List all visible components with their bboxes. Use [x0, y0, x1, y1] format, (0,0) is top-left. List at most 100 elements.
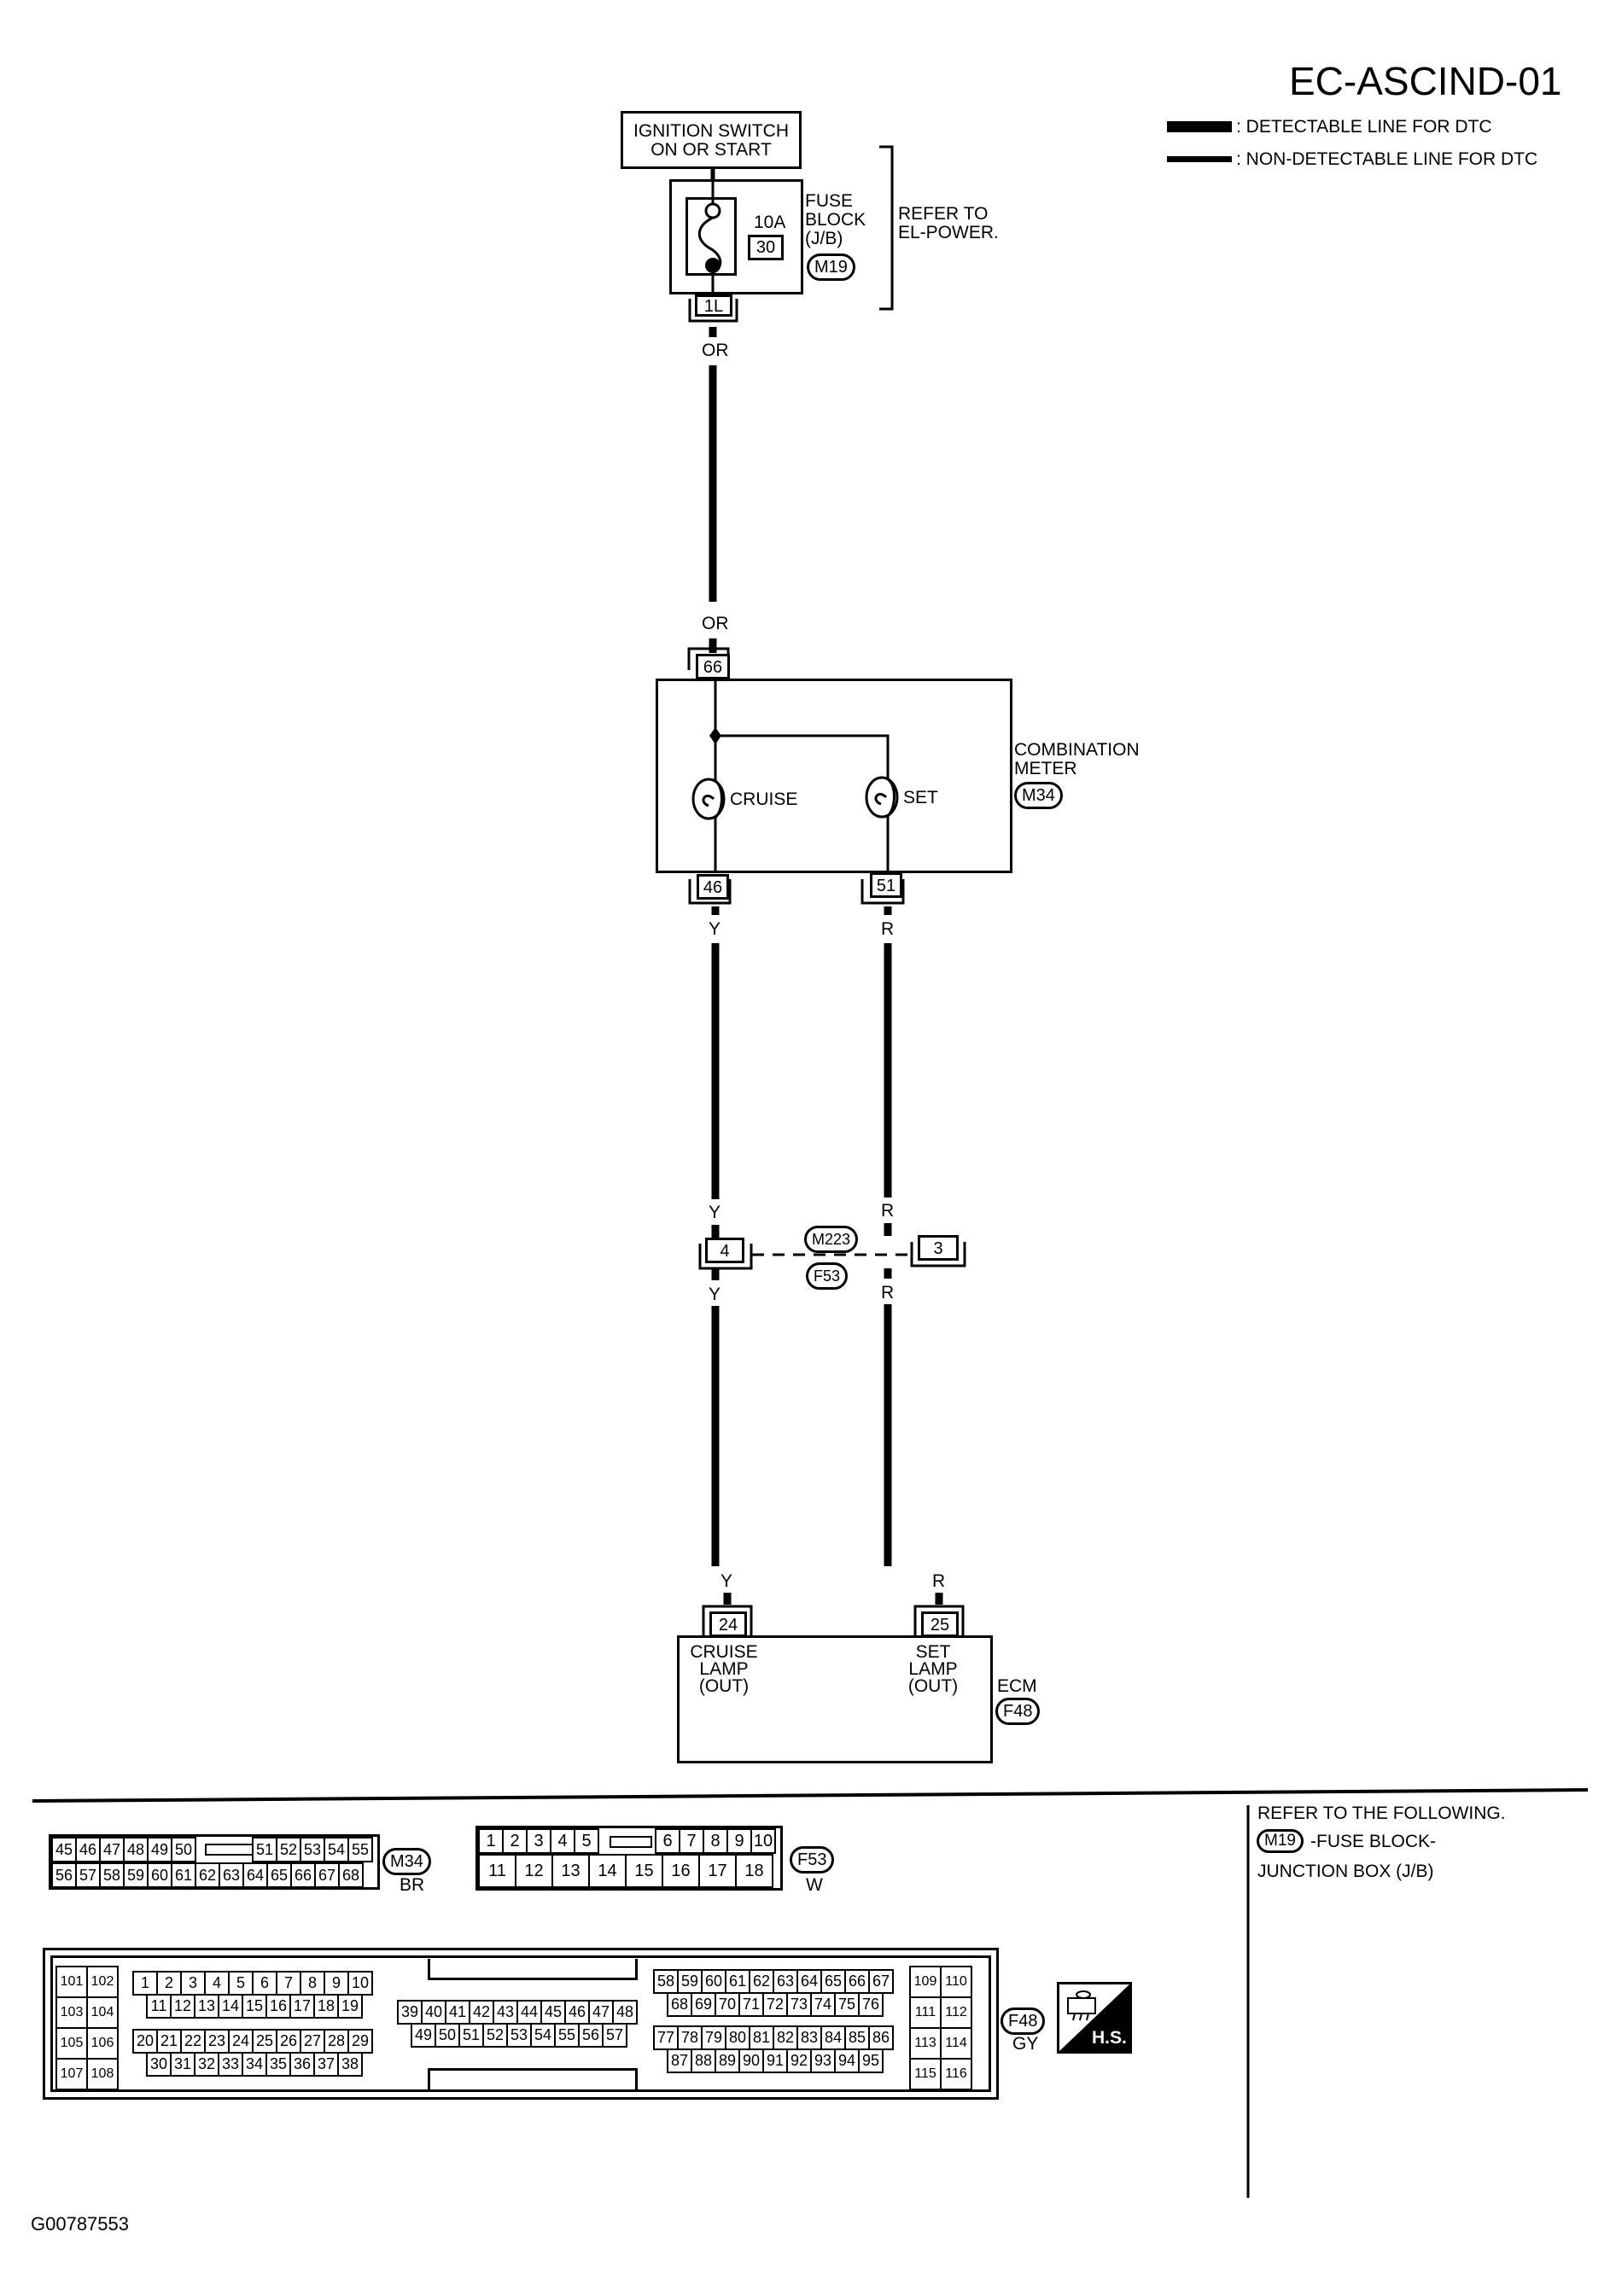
connector-pin: 63 [773, 1969, 798, 1994]
combination-meter-label-1: COMBINATION [1014, 740, 1140, 760]
connector-pin: 71 [738, 1992, 764, 2017]
terminal-46: 46 [697, 874, 729, 900]
connector-pin: 66 [290, 1862, 316, 1888]
ecm-connector-f48[interactable]: F48 [995, 1698, 1041, 1725]
connector-pin: 4 [204, 1971, 230, 1996]
fuse-housing [685, 197, 737, 276]
connector-pin: 51 [458, 2023, 484, 2048]
connector-pin: 23 [204, 2029, 230, 2054]
f53-connector-id[interactable]: F53 [790, 1846, 835, 1874]
connector-pin: 58 [653, 1969, 679, 1994]
f48-inner-frame [50, 1955, 991, 2092]
connector-pin: 59 [677, 1969, 703, 1994]
connector-pin: 12 [515, 1854, 553, 1888]
connector-pin: 15 [242, 1994, 267, 2019]
fuse-block-label-1: FUSE [805, 191, 854, 211]
connector-pin: 107 [55, 2058, 88, 2090]
connector-pin: 49 [147, 1837, 172, 1862]
connector-pin: 39 [397, 2000, 423, 2025]
fuse-block-connector-m19[interactable]: M19 [807, 253, 855, 281]
refer-el-power-2: EL-POWER. [898, 223, 999, 242]
connector-pin: 13 [194, 1994, 219, 2019]
connector-pin: 62 [195, 1862, 220, 1888]
f48-bottom-key [428, 2068, 638, 2089]
ignition-state-label: ON OR START [650, 140, 772, 160]
connector-pin: 60 [701, 1969, 726, 1994]
terminal-1l: 1L [695, 294, 732, 317]
connector-pin: 74 [810, 1992, 836, 2017]
connector-pin: 78 [677, 2025, 703, 2050]
fuse-block-label-2: BLOCK [805, 210, 866, 230]
wire-color-r-meter: R [881, 919, 895, 939]
connector-pin: 7 [276, 1971, 301, 1996]
connector-pin: 116 [940, 2058, 972, 2090]
refer-el-power-1: REFER TO [898, 204, 989, 224]
combination-meter-connector-m34[interactable]: M34 [1014, 782, 1063, 809]
ecm-box: CRUISE LAMP (OUT) SET LAMP (OUT) [677, 1635, 993, 1763]
refer-panel-connector-m19[interactable]: M19 [1257, 1829, 1304, 1853]
connector-pin: 29 [347, 2029, 373, 2054]
connector-pin: 51 [252, 1837, 277, 1862]
connector-pin: 41 [445, 2000, 470, 2025]
ignition-switch-label: IGNITION SWITCH [633, 121, 789, 141]
connector-pin: 14 [588, 1854, 627, 1888]
junction-terminal-4: 4 [705, 1238, 744, 1263]
harness-side-label: H.S. [1092, 2028, 1127, 2048]
connector-pin: 80 [725, 2025, 750, 2050]
connector-pin: 68 [667, 1992, 692, 2017]
combination-meter-label-2: METER [1014, 759, 1077, 778]
connector-pin: 9 [324, 1971, 349, 1996]
connector-pin: 40 [421, 2000, 446, 2025]
cruise-lamp-label: CRUISE [730, 790, 798, 809]
connector-pin: 49 [411, 2023, 436, 2048]
connector-pin: 69 [691, 1992, 716, 2017]
connector-pin: 91 [762, 2048, 788, 2073]
connector-pin: 34 [242, 2052, 267, 2077]
connector-pin: 82 [773, 2025, 798, 2050]
legend-thick-line-swatch [1167, 121, 1232, 132]
connector-pin: 33 [218, 2052, 243, 2077]
connector-pin: 3 [180, 1971, 206, 1996]
connector-pin: 64 [796, 1969, 822, 1994]
connector-pin: 110 [940, 1966, 972, 1998]
connector-pin: 27 [300, 2029, 325, 2054]
connector-pin: 48 [612, 2000, 638, 2025]
ecm-terminal-24: 24 [709, 1611, 747, 1637]
fuse-rating: 10A [754, 213, 786, 232]
connector-pin: 92 [786, 2048, 812, 2073]
terminal-51: 51 [870, 872, 902, 898]
connector-pin: 54 [324, 1837, 349, 1862]
connector-pin: 115 [909, 2058, 942, 2090]
connector-pin: 70 [715, 1992, 740, 2017]
connector-pin: 102 [86, 1966, 119, 1998]
junction-connector-f53[interactable]: F53 [806, 1262, 849, 1290]
connector-pin: 112 [940, 1996, 972, 2029]
connector-pin: 87 [667, 2048, 692, 2073]
connector-pin: 21 [156, 2029, 182, 2054]
connector-pin: 93 [810, 2048, 836, 2073]
connector-pin: 57 [75, 1862, 101, 1888]
connector-pin: 85 [844, 2025, 870, 2050]
wire-color-y-meter: Y [709, 919, 721, 939]
connector-pin: 94 [834, 2048, 860, 2073]
wire-color-y-junction-top: Y [709, 1203, 721, 1222]
connector-pin: 9 [726, 1828, 752, 1854]
wire-color-r-junction-top: R [881, 1201, 895, 1221]
f48-connector-id[interactable]: F48 [1001, 2008, 1046, 2035]
connector-pin: 59 [123, 1862, 149, 1888]
refer-panel-heading: REFER TO THE FOLLOWING. [1257, 1804, 1506, 1823]
connector-pin: 10 [750, 1828, 776, 1854]
connector-pin: 54 [530, 2023, 556, 2048]
legend-detectable-label: : DETECTABLE LINE FOR DTC [1236, 117, 1492, 137]
connector-pin: 22 [180, 2029, 206, 2054]
connector-pin: 108 [86, 2058, 119, 2090]
wire-color-r-ecm: R [932, 1571, 946, 1591]
connector-pin: 47 [99, 1837, 125, 1862]
m34-connector-id[interactable]: M34 [382, 1848, 431, 1875]
junction-connector-m223[interactable]: M223 [804, 1226, 859, 1253]
